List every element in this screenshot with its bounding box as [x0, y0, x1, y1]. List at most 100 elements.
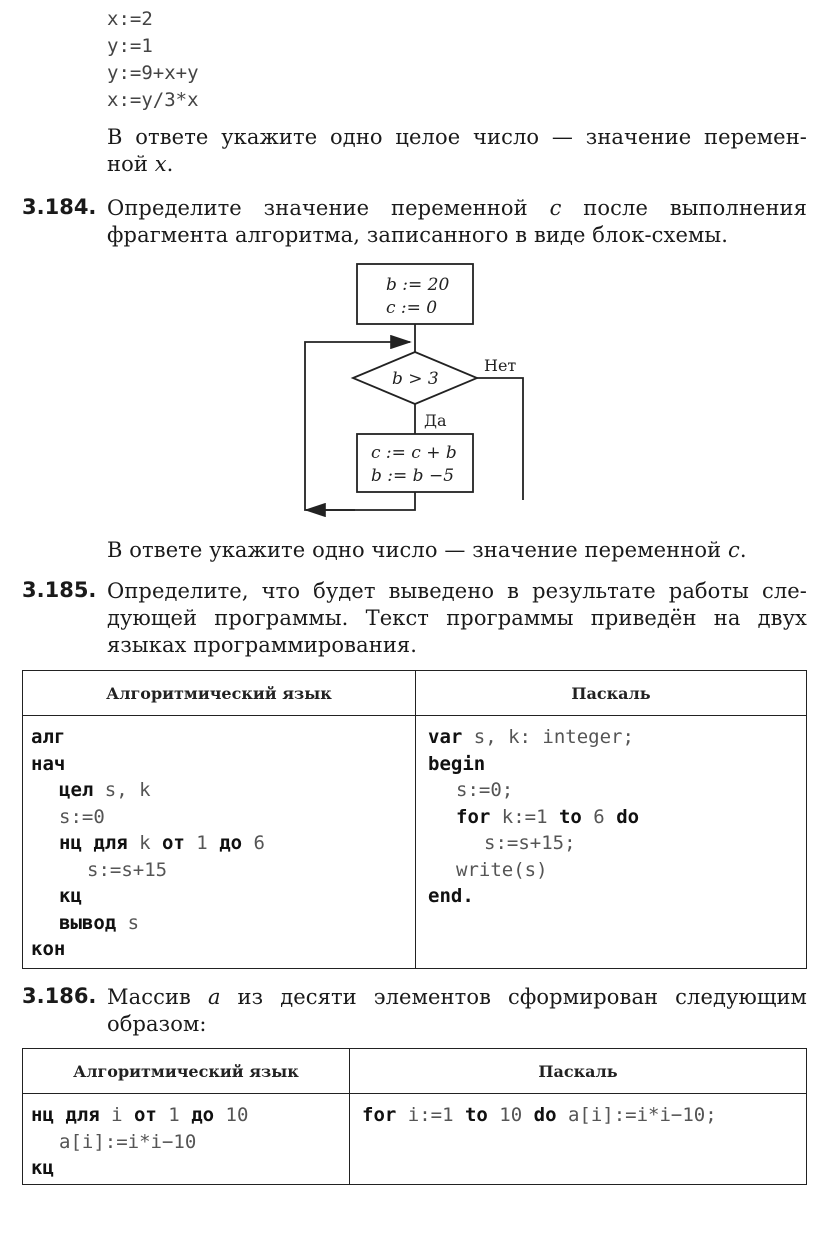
code-line: цел s, k	[59, 779, 151, 801]
code-text: s, k: integer;	[462, 726, 634, 748]
answer-instruction: В ответе укажите одно целое число — знач…	[107, 124, 807, 151]
body-b-text: b := b −5	[371, 466, 454, 486]
code-text: s:=0	[59, 805, 105, 828]
code-line: s:=0	[59, 806, 105, 828]
code-keyword: end.	[428, 885, 474, 907]
code-keyword: var	[428, 726, 463, 748]
column-header: Паскаль	[349, 1048, 807, 1094]
problem-number: 3.184.	[22, 195, 97, 219]
code-keyword: for	[456, 805, 491, 828]
code-text: 10	[214, 1104, 249, 1126]
code-keyword: до	[191, 1104, 215, 1126]
code-line: кц	[31, 1157, 54, 1179]
code-line: алг	[31, 726, 65, 748]
code-text: 6	[242, 832, 265, 854]
problem-text: дующей программы. Текст программы привед…	[107, 606, 807, 630]
code-keyword: кц	[31, 1157, 54, 1179]
variable-a: a	[207, 985, 221, 1009]
code-text: i:=1	[396, 1104, 465, 1126]
alg-code-cell: алг нач цел s, k s:=0 нц для k от 1 до 6 s:=s…	[22, 715, 416, 969]
code-keyword: алг	[31, 726, 66, 748]
code-keyword: от	[161, 832, 185, 854]
code-text: a[i]:=i*i−10;	[556, 1104, 717, 1126]
variable-x: x	[154, 152, 167, 176]
answer-line: В ответе укажите одно целое число — знач…	[107, 125, 807, 149]
code-line: for i:=1 to 10 do a[i]:=i*i−10;	[362, 1104, 717, 1126]
code-keyword: цел	[59, 779, 94, 801]
program-table: Алгоритмический язык Паскаль нц для i от…	[22, 1048, 807, 1185]
code-line: end.	[428, 885, 474, 907]
code-text: s, k	[93, 779, 151, 801]
yes-label: Да	[424, 411, 447, 430]
problem-text-cont: фрагмента алгоритма, записанного в виде …	[107, 223, 729, 247]
program-table: Алгоритмический язык Паскаль алг нач цел s…	[22, 670, 807, 969]
pascal-code: for i:=1 to 10 do a[i]:=i*i−10;	[350, 1094, 806, 1126]
problem-number: 3.185.	[22, 578, 97, 602]
code-keyword: do	[616, 805, 640, 828]
answer-instruction-cont: ной x.	[107, 152, 174, 176]
code-keyword: to	[558, 805, 582, 828]
code-line: s:=s+15;	[484, 832, 576, 854]
no-label: Нет	[484, 356, 516, 375]
code-line: кон	[31, 938, 65, 960]
column-header: Алгоритмический язык	[22, 670, 416, 716]
code-fragment: x:=2 y:=1 y:=9+x+y x:=y/3*x	[107, 6, 199, 114]
code-line: x:=y/3*x	[107, 89, 199, 111]
code-line: x:=2	[107, 8, 153, 30]
code-line: a[i]:=i*i−10	[59, 1131, 196, 1153]
code-line: begin	[428, 753, 485, 775]
problem-number: 3.186.	[22, 984, 97, 1008]
code-text: 1	[156, 1104, 192, 1126]
code-line: var s, k: integer;	[428, 726, 634, 748]
problem-text: Определите, что будет выведено в результ…	[107, 579, 807, 603]
code-line: write(s)	[456, 859, 548, 881]
problem-text: Определите значение переменной c после в…	[107, 196, 808, 220]
code-keyword: for	[362, 1104, 397, 1126]
code-text: 10	[487, 1104, 534, 1126]
code-keyword: do	[533, 1104, 557, 1126]
code-line: нач	[31, 753, 65, 775]
code-text: 1	[184, 832, 220, 854]
problem-text: Массив a из десяти элементов сформирован…	[107, 985, 807, 1009]
init-c-text: c := 0	[386, 298, 437, 318]
variable-c: c	[727, 538, 740, 562]
code-keyword: кц	[59, 885, 82, 907]
code-text: a[i]:=i*i−10	[59, 1130, 197, 1153]
alg-code: алг нач цел s, k s:=0 нц для k от 1 до 6 s:=s…	[23, 716, 415, 960]
code-line: y:=1	[107, 35, 153, 57]
code-text: s	[116, 911, 140, 934]
flowchart: b := 20 c := 0 b > 3 Нет Да c := c + b b…	[304, 263, 524, 518]
code-text: 6	[581, 805, 617, 828]
code-line: s:=s+15	[87, 859, 167, 881]
code-text: k	[127, 832, 162, 854]
code-line: кц	[59, 885, 82, 907]
code-text: s:=0;	[456, 779, 514, 801]
column-header: Паскаль	[415, 670, 807, 716]
code-line: y:=9+x+y	[107, 62, 199, 84]
body-c-text: c := c + b	[371, 443, 457, 463]
code-keyword: to	[464, 1104, 488, 1126]
code-line: вывод s	[59, 912, 139, 934]
code-keyword: нц для	[31, 1104, 100, 1126]
condition-text: b > 3	[392, 369, 439, 389]
code-keyword: begin	[428, 752, 486, 775]
code-text: write(s)	[456, 858, 548, 881]
column-header: Алгоритмический язык	[22, 1048, 350, 1094]
code-keyword: нц для	[59, 832, 128, 854]
code-line: нц для i от 1 до 10	[31, 1104, 248, 1126]
code-line: нц для k от 1 до 6	[59, 832, 265, 854]
code-keyword: от	[133, 1104, 157, 1126]
variable-c: c	[549, 196, 562, 220]
problem-text-cont: образом:	[107, 1012, 207, 1036]
problem-text: языках программирования.	[107, 633, 418, 657]
code-text: s:=s+15;	[484, 832, 576, 854]
code-text: k:=1	[490, 805, 559, 828]
code-keyword: кон	[31, 938, 66, 960]
code-text: i	[99, 1104, 134, 1126]
code-keyword: нач	[31, 752, 66, 775]
code-line: s:=0;	[456, 779, 513, 801]
